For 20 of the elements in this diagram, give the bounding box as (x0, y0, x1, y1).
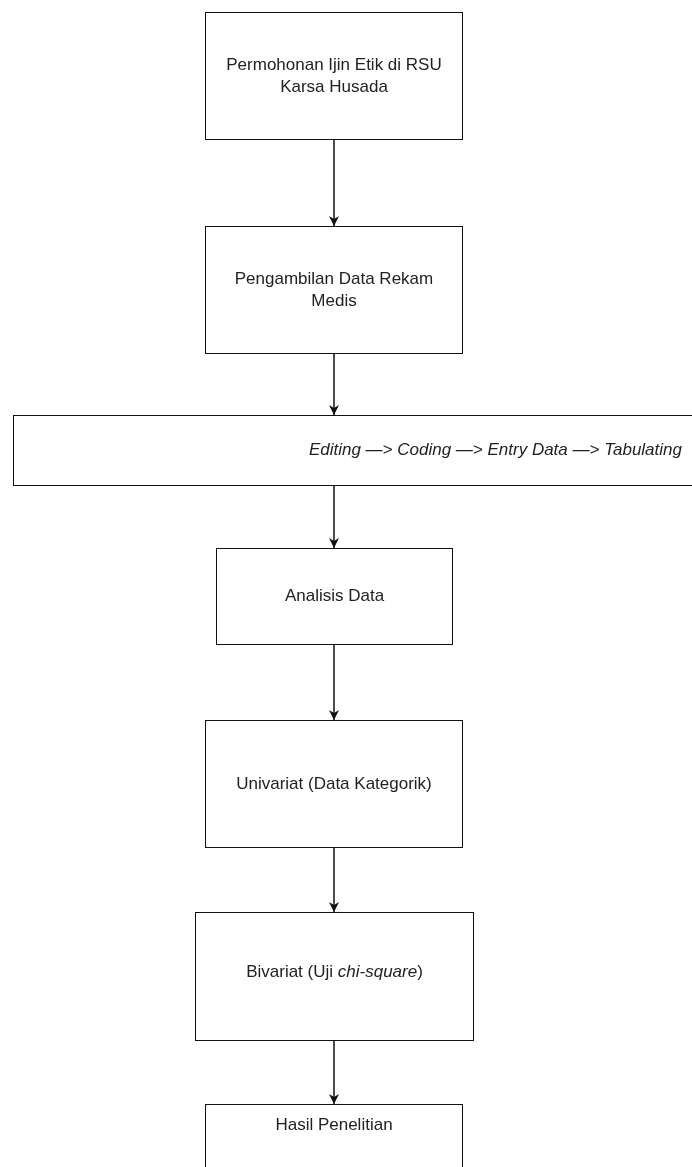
step-label: Analisis Data (284, 585, 385, 608)
arrow (329, 1040, 339, 1105)
process-box (195, 912, 474, 1041)
step-label: Hasil Penelitian (275, 1113, 393, 1136)
process-box (205, 12, 463, 140)
step-label: Univariat (Data Kategorik) (236, 772, 432, 795)
process-box (205, 1104, 463, 1167)
step-label: Permohonan Ijin Etik di RSU Karsa Husada (225, 53, 443, 98)
step-label: Bivariat (Uji chi-square) (246, 961, 423, 984)
arrow (329, 139, 339, 227)
arrow (329, 485, 339, 549)
process-box (13, 415, 692, 486)
process-box (205, 226, 463, 354)
arrow (329, 847, 339, 913)
arrow (329, 644, 339, 721)
step-label: Pengambilan Data Rekam Medis (233, 267, 435, 312)
process-box (216, 548, 453, 645)
arrow (329, 353, 339, 416)
process-box (205, 720, 463, 848)
step-label: Editing —> Coding —> Entry Data —> Tabulating (308, 439, 682, 462)
